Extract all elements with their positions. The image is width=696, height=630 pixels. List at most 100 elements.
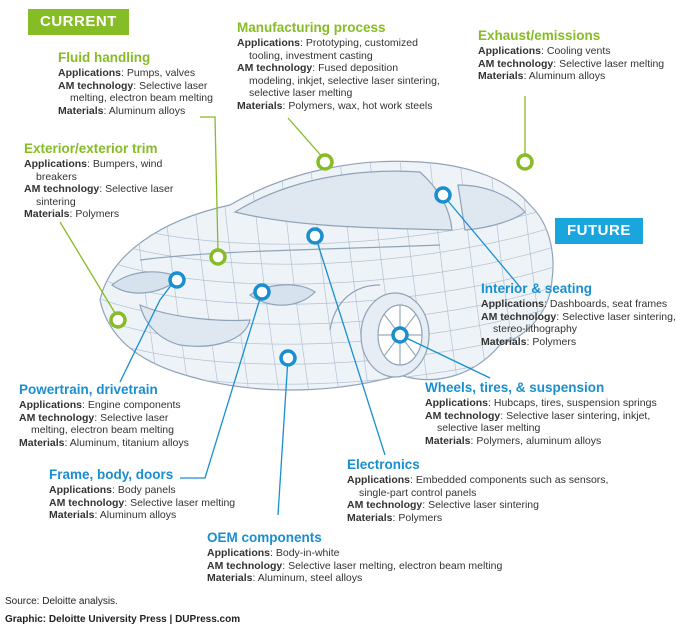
exterior-am-tech-2: sintering xyxy=(36,195,76,208)
detail-line: Materials: Aluminum, titanium alloys xyxy=(19,436,189,449)
connector-manufacturing xyxy=(287,117,326,161)
powertrain-am-tech-1: Selective laser xyxy=(100,411,169,424)
current-badge: CURRENT xyxy=(28,9,129,35)
marker-dots xyxy=(109,153,534,367)
connector-frame xyxy=(180,291,263,479)
detail-line: AM technology: Fused deposition xyxy=(237,62,399,74)
wheels-am-tech-1: Selective laser sintering, inkjet, xyxy=(506,409,651,422)
frame-materials: Aluminum alloys xyxy=(99,509,177,521)
interior-block: Interior & seating Applications: Dashboa… xyxy=(481,281,676,348)
manufacturing-am-tech-2: modeling, inkjet, selective laser sinter… xyxy=(249,74,440,87)
materials-label: Materials xyxy=(49,509,95,521)
materials-label: Materials xyxy=(347,511,393,524)
connector-exterior xyxy=(59,221,119,319)
fluid-applications: Pumps, valves xyxy=(126,67,196,79)
side-window xyxy=(457,184,526,231)
wheels-applications: Hubcaps, tires, suspension springs xyxy=(493,397,657,409)
detail-line: Applications: Engine components xyxy=(19,399,181,411)
interior-am-tech-1: Selective laser sintering, xyxy=(562,310,676,323)
manufacturing-materials: Polymers, wax, hot work steels xyxy=(288,99,433,112)
oem-title: OEM components xyxy=(207,530,322,545)
detail-line: Materials: Polymers, wax, hot work steel… xyxy=(237,99,433,112)
frame-am-tech: Selective laser melting xyxy=(130,496,236,509)
graphic-credit-text: Deloitte University Press | DUPress.com xyxy=(48,614,241,625)
connector-powertrain xyxy=(119,279,176,383)
materials-label: Materials xyxy=(237,99,283,112)
detail-line: Applications: Prototyping, customized xyxy=(237,37,418,49)
materials-label: Materials xyxy=(425,434,471,447)
interior-materials: Polymers xyxy=(532,335,577,348)
connector-electronics xyxy=(314,234,386,456)
exterior-materials: Polymers xyxy=(75,208,120,220)
am-technology-label: AM technology xyxy=(58,79,134,92)
powertrain-title: Powertrain, drivetrain xyxy=(19,382,158,397)
am-technology-label: AM technology xyxy=(347,499,423,511)
detail-line: Materials: Polymers xyxy=(347,511,443,524)
materials-label: Materials xyxy=(24,208,70,220)
detail-line: Materials: Polymers, aluminum alloys xyxy=(425,434,602,447)
detail-line: Applications: Body-in-white xyxy=(207,547,340,559)
detail-line: AM technology: Selective laser xyxy=(19,411,169,424)
connector-interior xyxy=(442,194,521,288)
materials-label: Materials xyxy=(207,572,253,584)
powertrain-block: Powertrain, drivetrain Applications: Eng… xyxy=(19,382,189,449)
detail-line: Materials: Aluminum alloys xyxy=(49,509,177,521)
applications-label: Applications xyxy=(58,67,122,79)
am-technology-label: AM technology xyxy=(425,409,501,422)
connector-wheels xyxy=(399,334,491,379)
fluid-am-tech-2: melting, electron beam melting xyxy=(70,92,213,104)
interior-am-tech-2: stereo-lithography xyxy=(493,323,578,335)
dot-fluid xyxy=(209,248,227,266)
grille xyxy=(139,303,251,347)
manufacturing-applications-2: tooling, investment casting xyxy=(249,49,373,62)
am-technology-label: AM technology xyxy=(19,411,95,424)
detail-line: AM technology: Selective laser sintering xyxy=(347,499,539,511)
connector-oem xyxy=(277,357,289,516)
exterior-block: Exterior/exterior trim Applications: Bum… xyxy=(24,141,173,221)
connector-lines xyxy=(59,96,526,516)
materials-label: Materials xyxy=(58,104,104,117)
dot-oem xyxy=(279,349,297,367)
detail-line: AM technology: Selective laser sintering… xyxy=(481,310,676,323)
applications-label: Applications xyxy=(24,158,88,170)
detail-line: Applications: Cooling vents xyxy=(478,45,611,57)
detail-line: Materials: Aluminum, steel alloys xyxy=(207,572,363,584)
exhaust-applications: Cooling vents xyxy=(546,45,611,57)
dot-wheels xyxy=(391,326,409,344)
detail-line: AM technology: Selective laser melting xyxy=(478,57,665,70)
frame-title: Frame, body, doors xyxy=(49,467,174,482)
wheels-am-tech-2: selective laser melting xyxy=(437,422,541,434)
electronics-materials: Polymers xyxy=(398,511,443,524)
detail-line: Applications: Dashboards, seat frames xyxy=(481,298,668,310)
dot-interior xyxy=(434,186,452,204)
exhaust-materials: Aluminum alloys xyxy=(528,70,606,82)
exhaust-title: Exhaust/emissions xyxy=(478,28,601,43)
manufacturing-am-tech-3: selective laser melting xyxy=(249,87,353,99)
oem-applications: Body-in-white xyxy=(275,547,340,559)
frame-block: Frame, body, doors Applications: Body pa… xyxy=(49,467,235,522)
detail-line: Materials: Polymers xyxy=(481,335,577,348)
exterior-title: Exterior/exterior trim xyxy=(24,141,158,156)
oem-am-tech: Selective laser melting, electron beam m… xyxy=(288,559,503,572)
applications-label: Applications xyxy=(425,397,489,409)
applications-label: Applications xyxy=(49,484,113,496)
electronics-block: Electronics Applications: Embedded compo… xyxy=(347,457,608,524)
interior-title: Interior & seating xyxy=(481,281,593,296)
materials-label: Materials xyxy=(481,335,527,348)
manufacturing-applications-1: Prototyping, customized xyxy=(305,37,418,49)
dot-powertrain xyxy=(168,271,186,289)
powertrain-materials: Aluminum, titanium alloys xyxy=(69,436,189,449)
graphic-credit: Graphic: Deloitte University Press | DUP… xyxy=(5,614,240,625)
am-technology-label: AM technology xyxy=(237,62,313,74)
electronics-title: Electronics xyxy=(347,457,420,472)
connector-fluid xyxy=(200,116,219,253)
detail-line: Applications: Hubcaps, tires, suspension… xyxy=(425,397,657,409)
electronics-applications-1: Embedded components such as sensors, xyxy=(415,474,609,486)
am-technology-label: AM technology xyxy=(24,183,100,195)
powertrain-applications: Engine components xyxy=(87,399,181,411)
applications-label: Applications xyxy=(347,474,411,486)
applications-label: Applications xyxy=(237,37,301,49)
applications-label: Applications xyxy=(478,45,542,57)
detail-line: Applications: Bumpers, wind xyxy=(24,158,163,170)
